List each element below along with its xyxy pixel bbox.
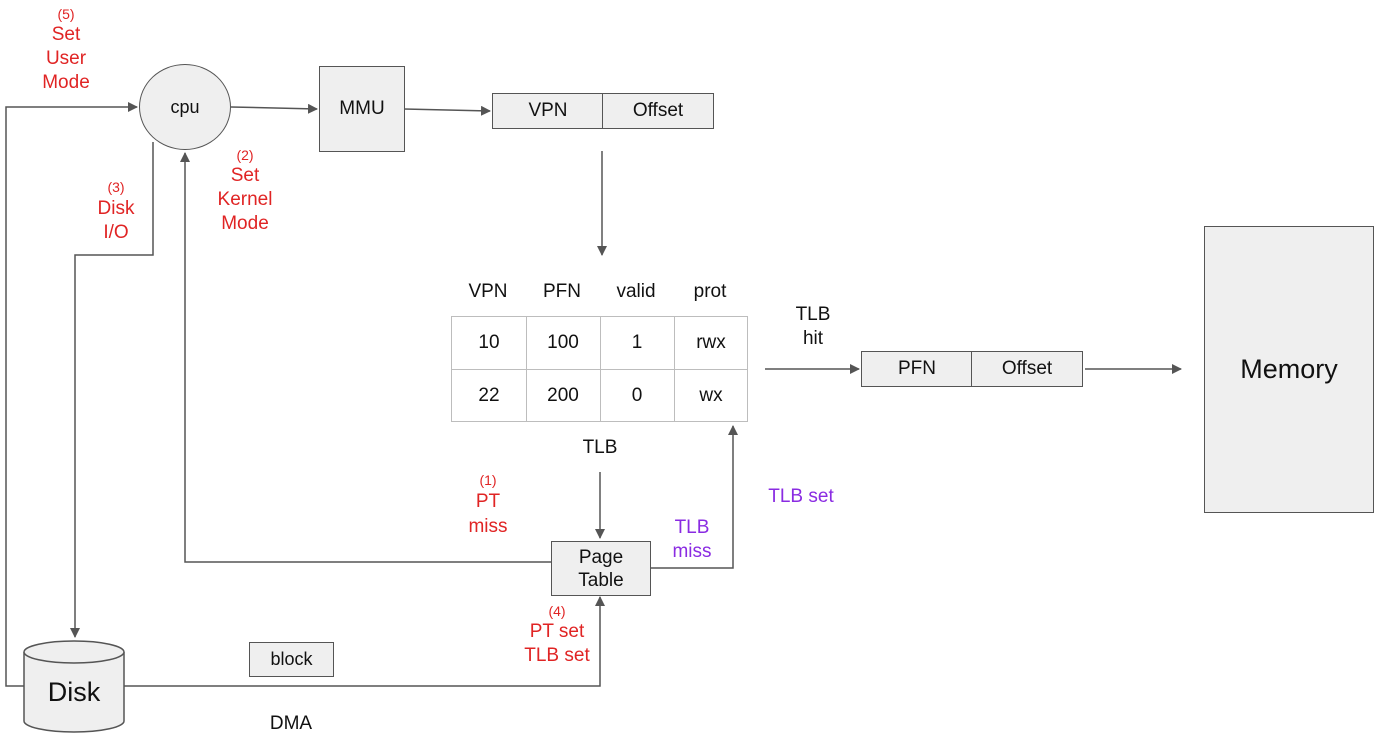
tlb-caption: TLB bbox=[582, 437, 618, 458]
tlb-cell: wx bbox=[699, 384, 723, 406]
pa-offset-label: Offset bbox=[1001, 358, 1053, 379]
step4-line2: TLB set bbox=[524, 645, 590, 666]
tlb-cell: rwx bbox=[696, 332, 726, 353]
step1-label: (1) PT miss bbox=[448, 471, 528, 539]
step5-line1: Set bbox=[51, 24, 81, 45]
page-table-line2: Table bbox=[578, 569, 624, 591]
pa-pfn-cell: PFN bbox=[861, 351, 973, 387]
pa-offset-cell: Offset bbox=[971, 351, 1083, 387]
step2-line2: Kernel bbox=[217, 189, 273, 210]
disk-label: Disk bbox=[47, 677, 101, 707]
arrow-disk-to-cpu bbox=[5, 102, 138, 687]
tlb-hit-label: TLB hit bbox=[773, 303, 853, 351]
va-offset-cell: Offset bbox=[602, 93, 714, 129]
arrow-pagetable-to-cpu bbox=[180, 152, 551, 563]
step4-line1: PT set bbox=[529, 621, 585, 642]
tlb-header-pfn: PFN bbox=[543, 281, 581, 302]
block-box: block bbox=[249, 642, 334, 677]
tlb-cell: 22 bbox=[478, 384, 500, 406]
arrow-mmu-to-va bbox=[403, 105, 491, 116]
tlb-header-valid: valid bbox=[616, 281, 656, 302]
va-offset-label: Offset bbox=[632, 100, 684, 121]
step5-line3: Mode bbox=[42, 72, 90, 93]
va-vpn-cell: VPN bbox=[492, 93, 604, 129]
tlb-header-vpn: VPN bbox=[468, 281, 508, 302]
tlb-cell: 100 bbox=[547, 332, 579, 353]
dma-label: DMA bbox=[269, 713, 313, 734]
step3-line2: I/O bbox=[103, 222, 129, 243]
pa-pfn-label: PFN bbox=[898, 358, 936, 379]
step1-line2: miss bbox=[468, 516, 508, 537]
tlb-hit-line2: hit bbox=[802, 328, 824, 349]
cpu-node: cpu bbox=[139, 64, 231, 150]
arrow-tlb-set bbox=[650, 425, 738, 569]
memory-box: Memory bbox=[1204, 226, 1374, 513]
tlb-cell: 1 bbox=[631, 332, 643, 353]
step5-num: (5) bbox=[57, 6, 75, 22]
step3-line1: Disk bbox=[97, 198, 135, 219]
tlb-col-divider bbox=[526, 317, 527, 421]
step1-num: (1) bbox=[479, 472, 497, 488]
page-table-box: Page Table bbox=[551, 541, 651, 596]
arrow-disk-to-pagetable bbox=[124, 596, 605, 687]
cpu-label: cpu bbox=[170, 96, 200, 117]
step2-line1: Set bbox=[230, 165, 260, 186]
disk-cylinder bbox=[23, 640, 125, 733]
tlb-cell: 10 bbox=[478, 332, 500, 353]
step4-label: (4) PT set TLB set bbox=[507, 602, 607, 668]
tlb-header-prot: prot bbox=[693, 281, 727, 302]
arrow-cpu-to-mmu bbox=[230, 103, 318, 114]
tlb-table: 10 100 1 rwx 22 200 0 wx bbox=[451, 316, 748, 422]
step2-line3: Mode bbox=[221, 213, 269, 234]
va-vpn-label: VPN bbox=[528, 100, 568, 121]
step5-label: (5) Set User Mode bbox=[16, 5, 116, 95]
tlb-hit-line1: TLB bbox=[795, 304, 831, 325]
block-label: block bbox=[270, 649, 313, 669]
step2-num: (2) bbox=[236, 147, 254, 163]
mmu-box: MMU bbox=[319, 66, 405, 152]
tlb-miss-line2: miss bbox=[672, 541, 712, 562]
step3-num: (3) bbox=[107, 179, 125, 195]
arrow-cpu-to-disk bbox=[70, 142, 154, 638]
step5-line2: User bbox=[45, 48, 87, 69]
tlb-col-divider bbox=[674, 317, 675, 421]
page-table-line1: Page bbox=[578, 546, 624, 568]
step1-line1: PT bbox=[475, 491, 501, 512]
step2-label: (2) Set Kernel Mode bbox=[195, 146, 295, 236]
tlb-miss-label: TLB miss bbox=[652, 516, 732, 564]
tlb-col-divider bbox=[600, 317, 601, 421]
mmu-label: MMU bbox=[339, 98, 385, 119]
tlb-cell: 0 bbox=[631, 384, 643, 406]
memory-label: Memory bbox=[1240, 354, 1338, 384]
step3-label: (3) Disk I/O bbox=[76, 177, 156, 245]
tlb-cell: 200 bbox=[547, 384, 579, 406]
tlb-miss-line1: TLB bbox=[674, 517, 710, 538]
tlb-row-divider bbox=[452, 369, 747, 370]
step4-num: (4) bbox=[548, 603, 566, 619]
tlb-set-label: TLB set bbox=[768, 486, 834, 507]
